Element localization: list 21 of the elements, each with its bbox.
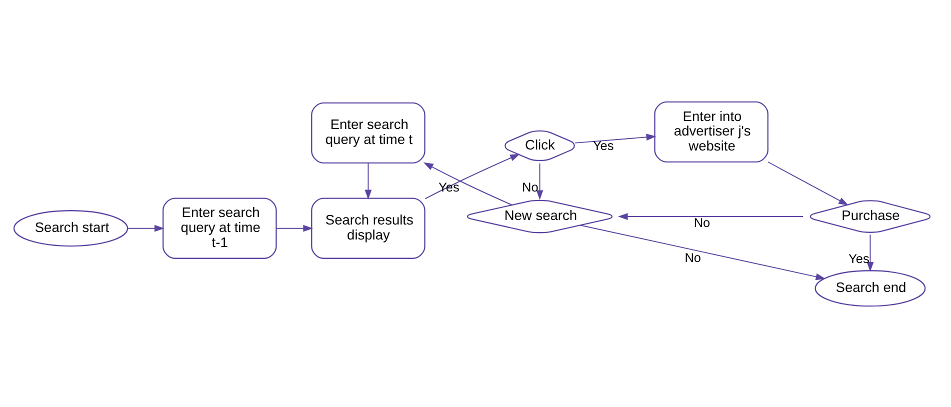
node-box: Enter search query at time t — [311, 102, 426, 164]
edge-label: No — [684, 250, 702, 265]
arrow — [574, 133, 656, 143]
node-box: Search results display — [311, 197, 426, 258]
arrow — [866, 234, 874, 272]
arrow — [127, 224, 164, 232]
node-ellipse: Search start — [13, 210, 128, 246]
arrow — [768, 161, 848, 205]
node-box: Enter into advertiser j's website — [654, 100, 768, 162]
edge-label: Yes — [848, 250, 870, 266]
arrow — [424, 153, 520, 199]
arrow — [580, 224, 826, 280]
arrow — [276, 224, 314, 232]
edge-label: Yes — [592, 137, 614, 152]
arrow — [423, 162, 513, 205]
arrow — [618, 212, 804, 220]
arrow — [536, 162, 544, 200]
edge-label: No — [522, 179, 538, 194]
arrow — [364, 162, 372, 200]
edge-label: No — [694, 214, 710, 230]
node-box: Enter search query at time t-1 — [162, 197, 277, 258]
